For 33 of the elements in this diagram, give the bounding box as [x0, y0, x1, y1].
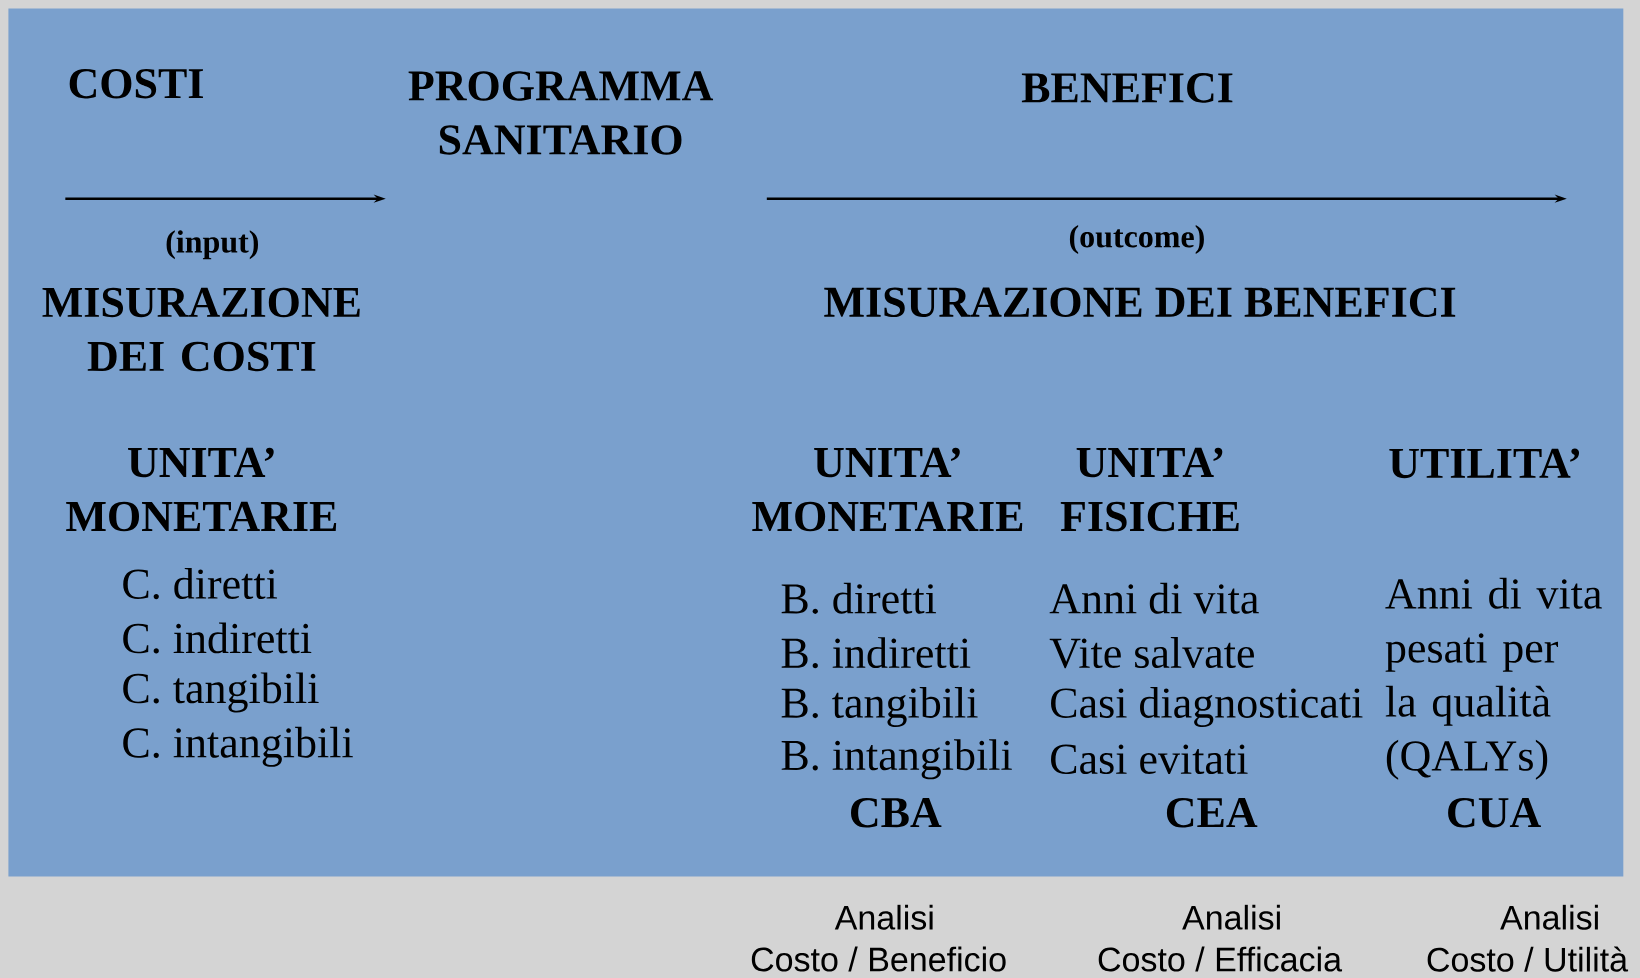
text-label: UNITA’ MONETARIE — [66, 447, 337, 532]
text-label: C. indiretti — [123, 622, 312, 654]
edge-label: (input) — [166, 230, 258, 260]
text-label: CBA — [851, 797, 942, 828]
text-label: C. tangibili — [123, 672, 319, 713]
heading: PROGRAMMA SANITARIO — [408, 71, 714, 155]
text-label: Analisi — [834, 904, 933, 930]
text-label: MISURAZIONE DEI COSTI — [42, 287, 360, 372]
text-label: BENEFICI — [1021, 73, 1233, 103]
text-label: MISURAZIONE DEI BENEFICI — [824, 287, 1456, 318]
text-label: Analisi — [1500, 904, 1598, 930]
text-label: Anni di vita — [1049, 582, 1259, 614]
text-label: B. indiretti — [781, 637, 971, 669]
edge-label: (outcome) — [1069, 225, 1204, 254]
heading: COSTI — [69, 68, 203, 99]
text-label: B. tangibili — [781, 687, 978, 727]
text-label: Vite salvate — [1049, 637, 1254, 669]
text-label: UTILITA’ — [1389, 448, 1580, 479]
text-label: UNITA’ FISICHE — [1060, 447, 1239, 532]
text-label: CUA — [1448, 797, 1541, 828]
text-label: B. diretti — [781, 582, 937, 614]
text-label: CEA — [1166, 797, 1258, 828]
text-label: UNITA’ MONETARIE — [752, 447, 1023, 532]
text-label: C. intangibili — [123, 726, 353, 767]
text-label: Analisi — [1182, 904, 1280, 930]
text-label: B. intangibili — [781, 739, 1012, 780]
text-label: Costo / Beneficio — [751, 946, 1006, 972]
text-label: Costo / Utilità — [1427, 946, 1629, 972]
text-label: C. diretti — [123, 568, 277, 600]
text-label: Casi evitati — [1051, 744, 1248, 775]
text-label: Casi diagnosticati — [1051, 687, 1363, 727]
text-label: Anni di vita pesati per la qualità (QALYs) — [1385, 577, 1602, 780]
text-label: Costo / Efficacia — [1098, 946, 1343, 972]
